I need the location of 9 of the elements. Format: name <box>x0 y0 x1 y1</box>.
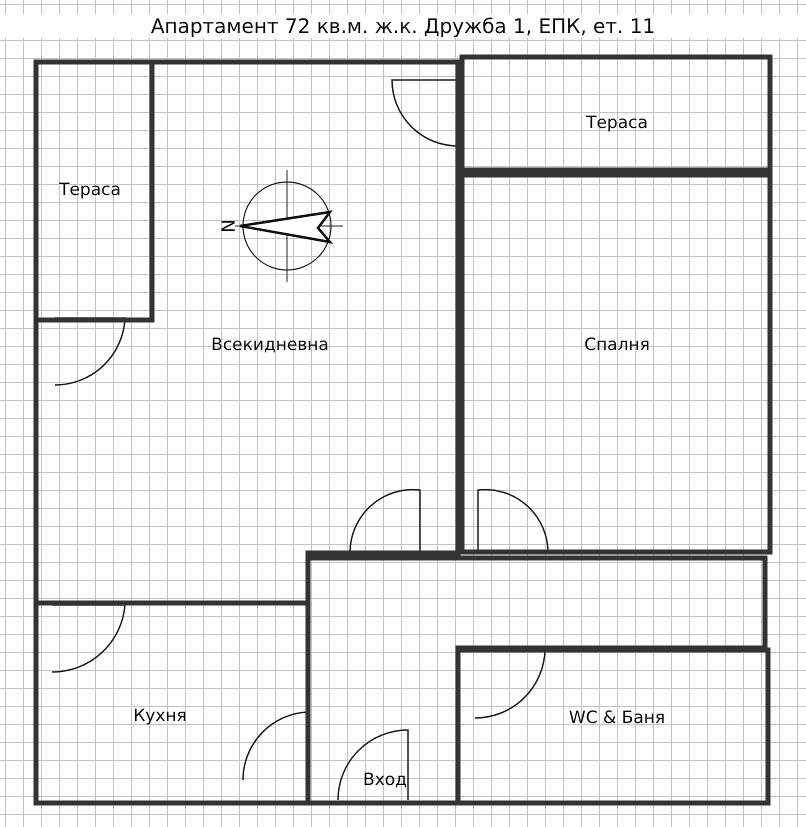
room-label: Кухня <box>133 706 187 726</box>
plan-title: Апартамент 72 кв.м. ж.к. Дружба 1, ЕПК, ет. 11 <box>0 14 806 38</box>
room-label: Вход <box>363 770 407 790</box>
room-label: Спалня <box>584 335 650 355</box>
room-label: WC & Баня <box>568 708 666 728</box>
room-label: Тераса <box>59 180 121 200</box>
room-label: Всекидневна <box>211 335 329 355</box>
room-label: Тераса <box>586 113 648 133</box>
compass-letter: N <box>216 219 238 233</box>
